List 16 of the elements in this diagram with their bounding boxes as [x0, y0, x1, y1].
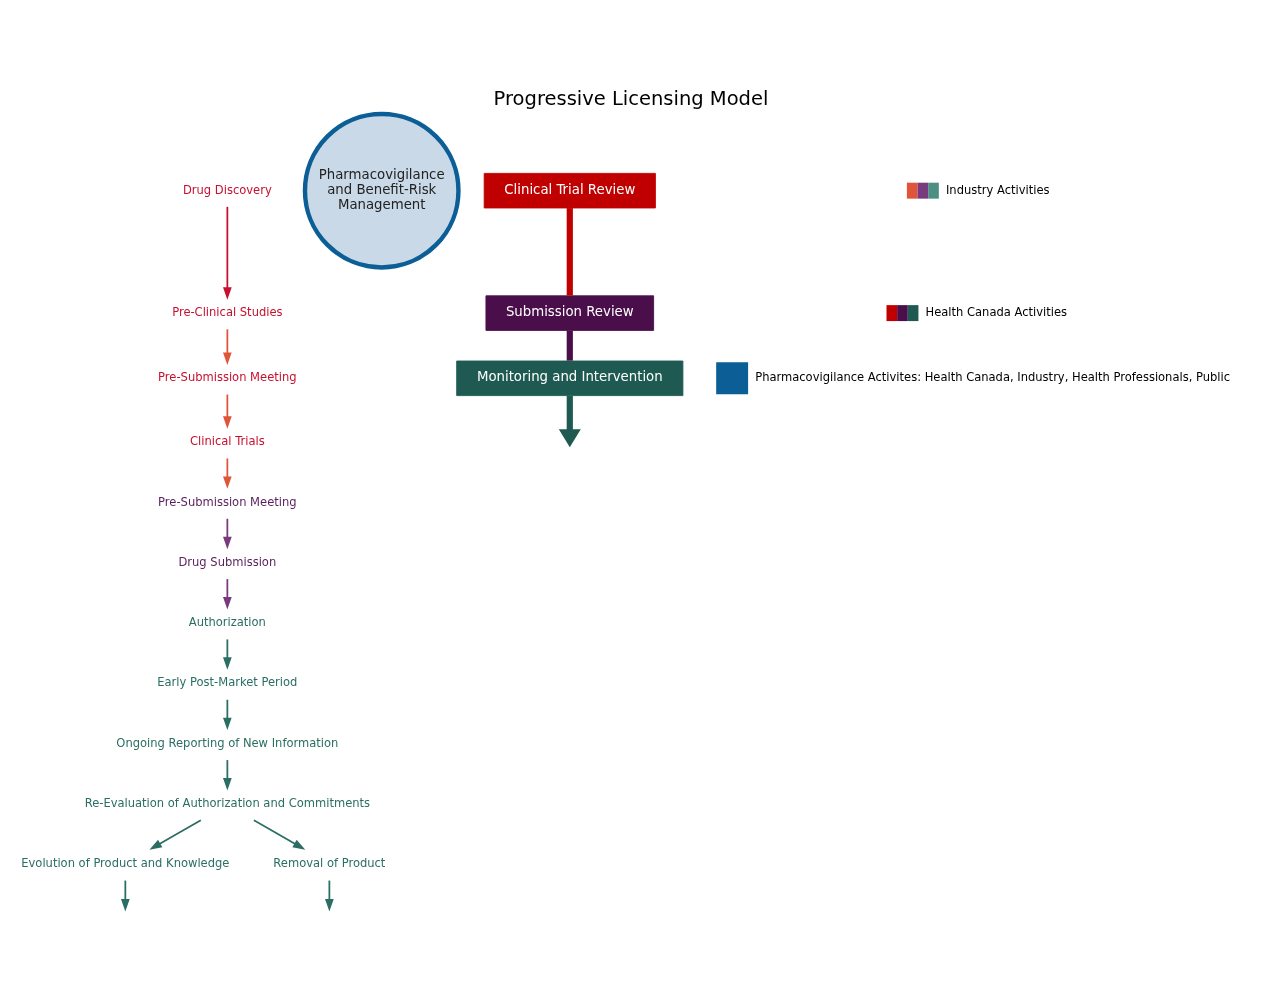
legend-label: Health Canada Activities: [925, 304, 1068, 319]
node-text: Ongoing Reporting of New Information: [116, 735, 339, 750]
node-text: Early Post-Market Period: [157, 675, 298, 689]
node-text: Evolution of Product and Knowledge: [21, 855, 230, 870]
node-text: Clinical Trials: [189, 433, 265, 448]
diagram-title: Progressive Licensing Model: [493, 86, 769, 110]
node-text: Pre-Submission Meeting: [158, 369, 297, 384]
node-text: Drug Submission: [178, 554, 277, 569]
legend-label: Industry Activities: [945, 182, 1050, 197]
node-text: Re-Evaluation of Authorization and Commitments: [84, 795, 371, 810]
node-text: Pre-Submission Meeting: [158, 494, 297, 509]
node-text: Pre-Clinical Studies: [172, 304, 283, 319]
node-text: Authorization: [188, 614, 266, 629]
legend-label: Pharmacovigilance Activites: Health Canada, Industry, Health Professionals, Public: [755, 369, 1231, 384]
node-text: Removal of Product: [273, 855, 386, 870]
node-text: Drug Discovery: [182, 182, 272, 197]
